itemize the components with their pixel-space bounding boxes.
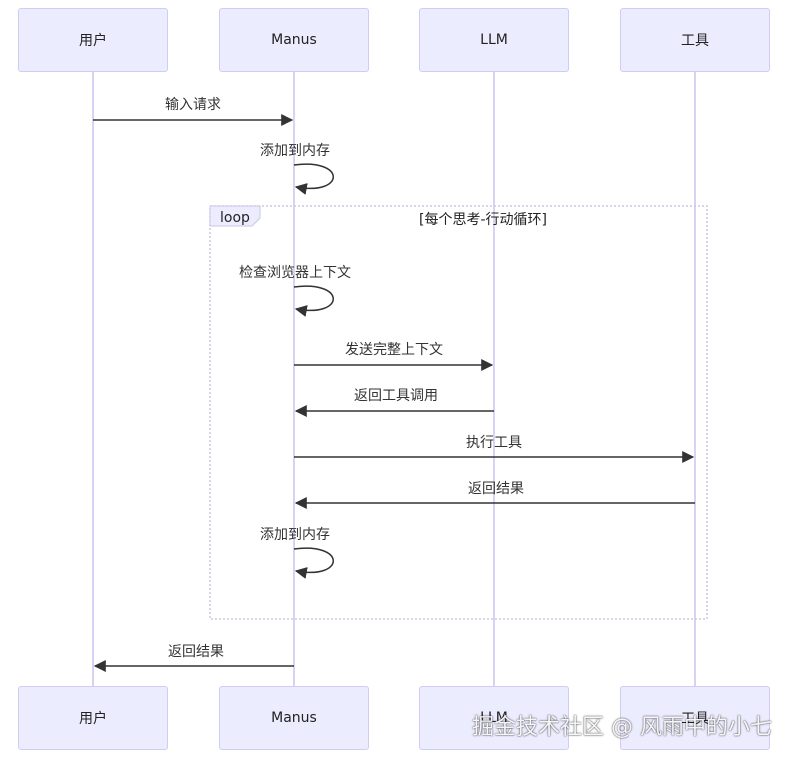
message-label: 发送完整上下文	[345, 342, 443, 358]
actor-label: 用户	[79, 33, 107, 49]
loop-frame	[209, 205, 708, 620]
message-label: 输入请求	[165, 97, 221, 113]
self-message-arrow	[293, 163, 334, 195]
message-label: 返回工具调用	[354, 388, 438, 404]
actor-label: LLM	[480, 710, 508, 726]
message-label: 返回结果	[468, 481, 524, 497]
self-message-arrow	[293, 547, 334, 579]
watermark: 掘金技术社区 @ 风雨中的小七	[472, 715, 772, 740]
actor-top-llm: LLM	[419, 8, 569, 72]
message-label: 检查浏览器上下文	[239, 265, 351, 281]
actor-label: 用户	[79, 711, 107, 727]
actor-label: 工具	[681, 33, 709, 49]
actor-label: Manus	[271, 32, 317, 48]
actor-bottom-llm: LLM	[419, 686, 569, 750]
message-label: 添加到内存	[260, 143, 330, 159]
message-label: 添加到内存	[260, 527, 330, 543]
actor-label: LLM	[480, 32, 508, 48]
actor-bottom-user: 用户	[18, 686, 168, 750]
actor-label: Manus	[271, 710, 317, 726]
loop-tag: loop	[220, 210, 250, 226]
actor-top-manus: Manus	[219, 8, 369, 72]
actor-top-user: 用户	[18, 8, 168, 72]
self-message-arrow	[293, 285, 334, 317]
actor-bottom-manus: Manus	[219, 686, 369, 750]
loop-condition: [每个思考-行动循环]	[419, 212, 547, 228]
message-label: 返回结果	[168, 644, 224, 660]
actor-top-tool: 工具	[620, 8, 770, 72]
loop-tag-box	[209, 205, 261, 227]
actor-bottom-tool: 工具	[620, 686, 770, 750]
message-label: 执行工具	[466, 435, 522, 451]
actor-label: 工具	[681, 711, 709, 727]
